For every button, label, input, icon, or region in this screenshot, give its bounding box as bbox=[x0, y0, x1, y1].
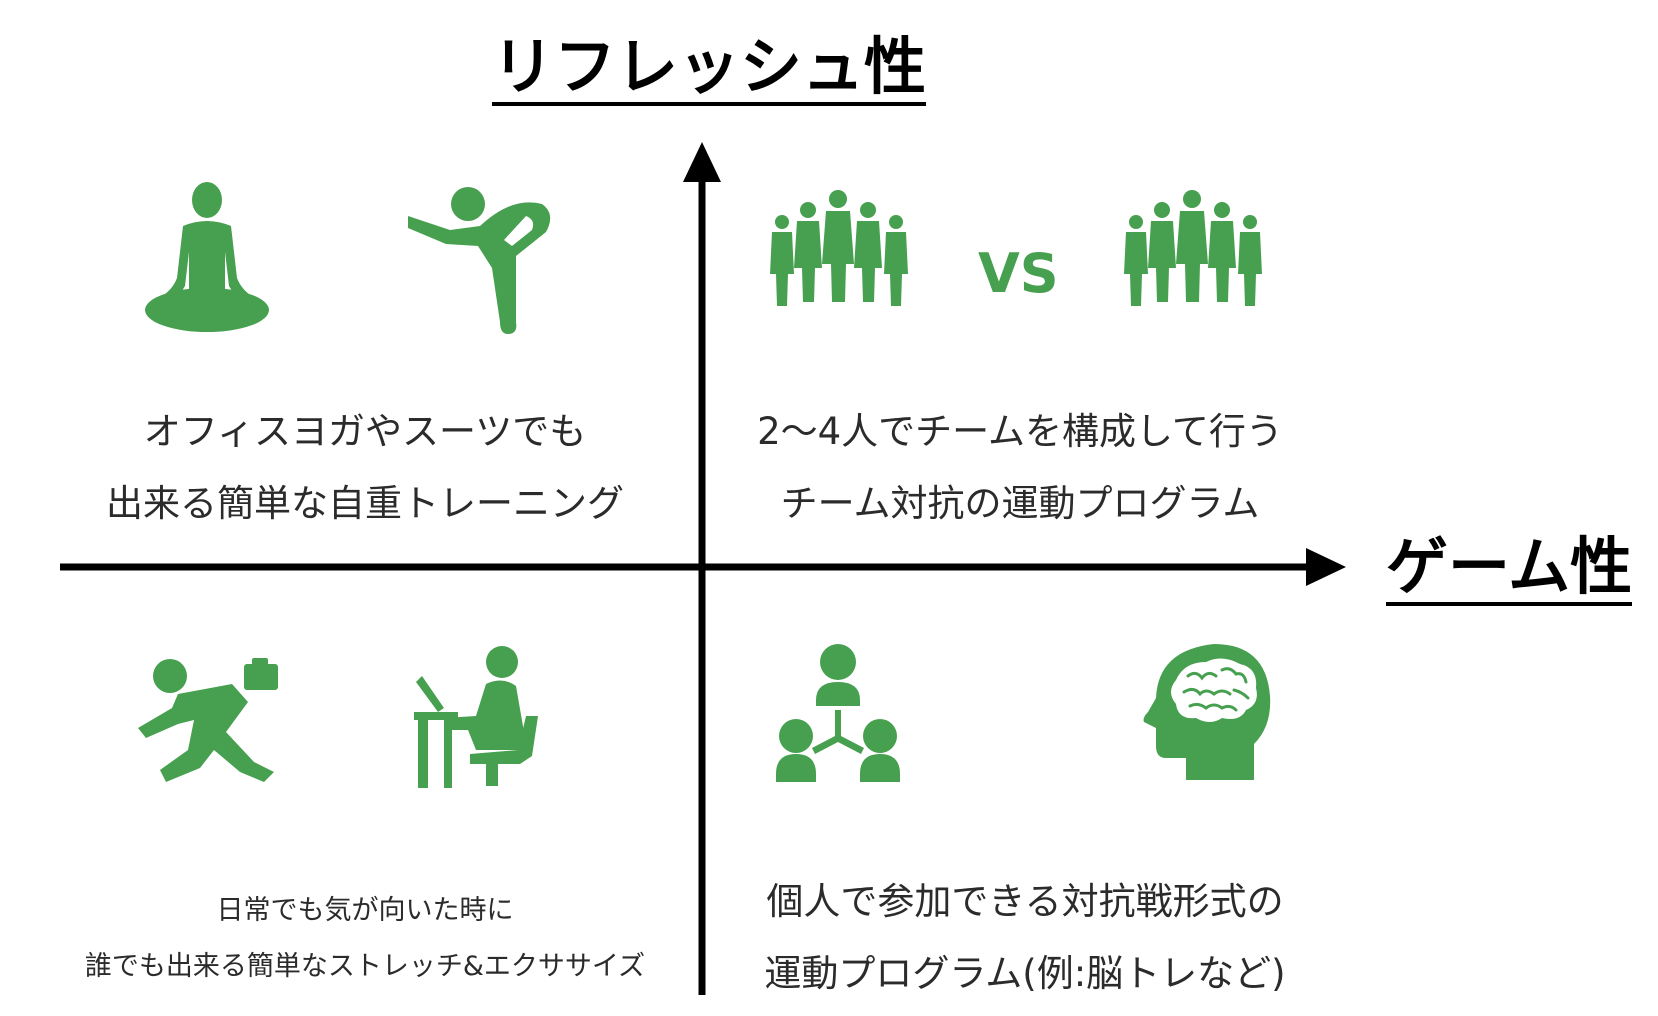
meditation-icon bbox=[145, 182, 269, 332]
axes bbox=[60, 142, 1346, 995]
people-network-icon bbox=[776, 644, 900, 782]
vertical-axis-arrowhead bbox=[683, 142, 721, 182]
horizontal-axis-arrowhead bbox=[1306, 548, 1346, 586]
brain-head-icon bbox=[1143, 644, 1271, 780]
caption-bottom-right: 個人で参加できる対抗戦形式の 運動プログラム(例:脳トレなど) bbox=[730, 866, 1320, 1010]
team-group-icon-right bbox=[1124, 190, 1262, 306]
caption-line: 2〜4人でチームを構成して行う bbox=[757, 410, 1283, 453]
caption-line: 日常でも気が向いた時に bbox=[216, 895, 514, 926]
vs-label: VS bbox=[978, 242, 1059, 305]
caption-bottom-left: 日常でも気が向いた時に 誰でも出来る簡単なストレッチ&エクササイズ bbox=[60, 883, 670, 995]
caption-top-right: 2〜4人でチームを構成して行う チーム対抗の運動プログラム bbox=[720, 396, 1320, 540]
desk-worker-icon bbox=[414, 646, 538, 788]
vertical-axis-title: リフレッシュ性 bbox=[492, 36, 927, 106]
caption-line: 出来る簡単な自重トレーニング bbox=[106, 482, 624, 525]
team-group-icon-left bbox=[770, 190, 908, 306]
caption-line: 個人で参加できる対抗戦形式の bbox=[766, 880, 1284, 923]
caption-line: 運動プログラム(例:脳トレなど) bbox=[764, 952, 1286, 995]
caption-line: チーム対抗の運動プログラム bbox=[780, 482, 1260, 525]
running-businessman-icon bbox=[138, 658, 278, 782]
caption-top-left: オフィスヨガやスーツでも 出来る簡単な自重トレーニング bbox=[70, 396, 660, 540]
horizontal-axis-title: ゲーム性 bbox=[1386, 536, 1633, 606]
caption-line: 誰でも出来る簡単なストレッチ&エクササイズ bbox=[84, 951, 646, 982]
caption-line: オフィスヨガやスーツでも bbox=[143, 410, 587, 453]
yoga-pose-icon bbox=[408, 187, 551, 334]
